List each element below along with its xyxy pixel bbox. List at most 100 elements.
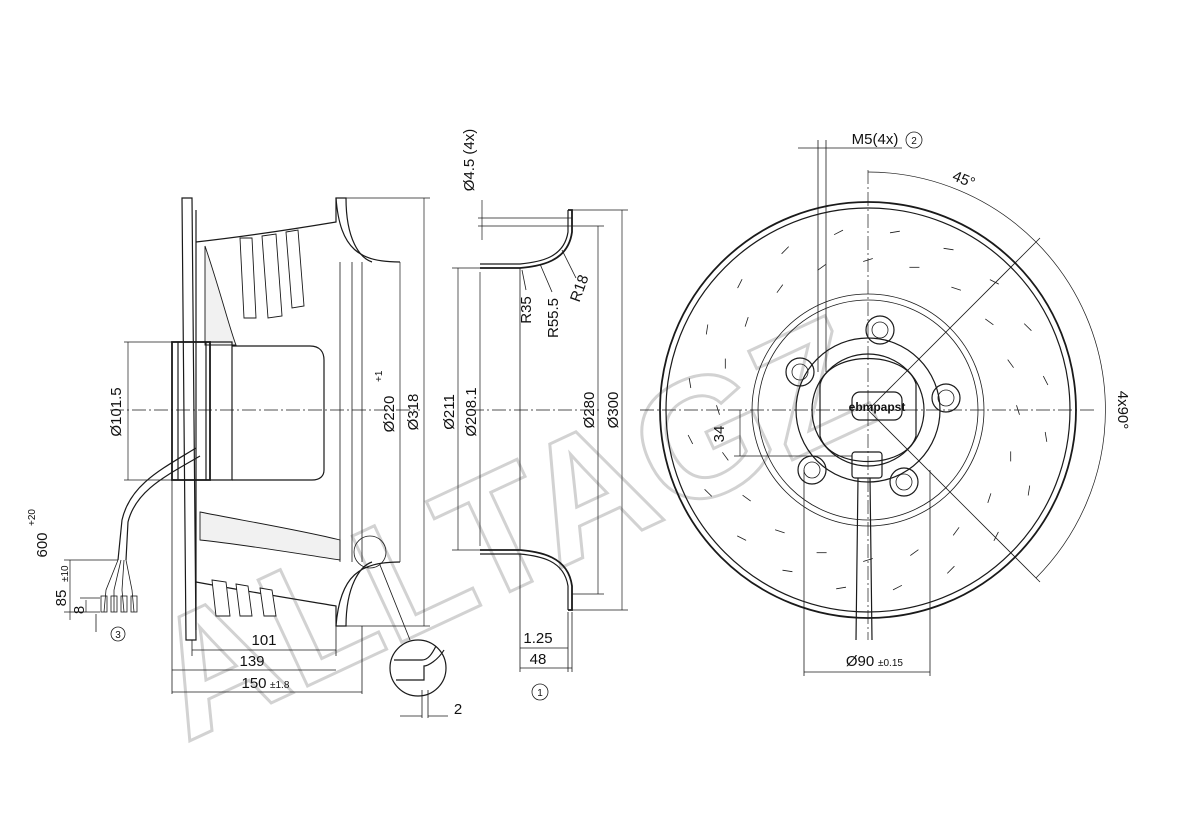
leader-r35 [521,269,527,291]
boss-nw [785,357,815,387]
wire-1 [103,559,119,613]
wire-3 [121,559,125,613]
dim-45-arc [867,171,1037,243]
dim-strip-tol: ±10 [60,565,71,582]
blade-tick [1007,359,1014,368]
ring-profile-top [480,209,573,269]
dim-4x90-arc [1035,241,1106,579]
dim-211-label: Ø211 [441,394,458,430]
blade-tick [737,535,747,541]
dim-220-tol: +1 [374,370,385,382]
blade-tick [1023,323,1032,331]
dim-depth-label: 48 [530,651,547,668]
callout-2-circle [905,131,923,149]
blade-tick [889,230,900,234]
blade-tick [688,378,692,389]
dim-300-label: Ø300 [605,392,622,429]
blade-tick [782,569,793,573]
dim-4x90-label: 4x90° [1114,391,1131,430]
cable-inner [125,455,201,561]
blade-tick [1016,405,1020,415]
dim-cable-tol: +20 [27,509,38,526]
wire-2 [113,559,122,612]
blade-tick [744,316,749,327]
leader-r55 [539,263,553,293]
blade-top-1 [239,237,257,319]
dim-m5-label: M5(4x) [852,131,899,148]
cable-gland [851,451,883,479]
boss-ne [865,315,895,345]
dim-r35-label: R35 [518,296,535,324]
ring-profile-bottom-inner [480,553,569,610]
inlet-ring-view: Ø4.5 (4x) R35 R55.5 R18 Ø211 Ø208.1 Ø280… [441,129,628,701]
blade-tick [947,565,955,574]
blade-tick [1044,431,1048,442]
blade-bottom-1 [211,579,231,617]
dim-139-label: 139 [239,653,264,670]
blade-tick [687,434,694,445]
blade-tick [863,558,873,562]
dim-90-label: Ø90 [846,653,874,670]
motor-plate [819,358,917,462]
blade-tick [987,493,992,504]
motor-rotor [232,345,325,481]
dim-150-label: 150 [241,675,266,692]
front-diag-ne [867,237,1041,411]
callout-1-label: 1 [537,688,543,699]
dim-90-tol: ±0.15 [878,658,903,669]
wire-end-4 [130,595,138,613]
blade-tick [833,229,844,236]
boss-e [931,383,961,413]
blade-bottom-2 [235,583,253,617]
dim-r55-label: R55.5 [545,298,562,338]
blade-tick [892,584,903,591]
impeller-top-inner [335,197,401,263]
impeller-bottom-inner [335,561,401,627]
blade-tick [1027,485,1031,496]
callout-1-circle [531,683,549,701]
side-view: Ø101.5 Ø220 +1 Ø318 600 +20 85 ±10 8 3 1… [27,197,462,718]
front-view: ebmpapst M5(4x) 2 45° 4x90° 34 Ø90 ±0.15 [640,131,1131,676]
ring-profile-top-inner [480,210,569,265]
brand-logo: ebmpapst [849,400,906,414]
dim-thick-label: 1.25 [523,630,552,647]
dim-holes-label: Ø4.5 (4x) [461,129,478,192]
blade-tick [910,549,919,556]
blade-tick [1042,375,1049,386]
blade-tick [742,494,751,502]
boss-se [889,467,919,497]
blade-tick [985,318,994,326]
front-cable [855,477,873,641]
blade-tick [776,284,784,293]
detail-leader [379,564,411,641]
dim-gap-label: 2 [454,701,462,718]
dim-cable-label: 600 [34,532,51,557]
blade-top-2 [261,233,283,319]
dim-inlet-label: Ø101.5 [108,387,125,436]
ring-profile-bottom [480,549,573,611]
wire-4 [125,559,135,613]
detail-circle [389,639,447,697]
blade-tick [943,247,954,251]
detail-marker [353,535,387,569]
front-diag-se [867,409,1041,583]
blade-tick [989,279,999,285]
motor-hub-body [210,341,233,481]
blade-top-shadow [204,245,237,346]
dim-wire-label: 8 [71,606,88,614]
blade-tick [737,279,743,289]
blade-tick [716,405,720,415]
detail-contour-2 [396,649,445,681]
blade-tick [836,586,847,590]
blade-tick [705,324,709,335]
wire-end-3 [120,595,128,613]
blade-tick [863,258,873,262]
leader-r18 [561,249,577,279]
dim-220-label: Ø220 [381,396,398,433]
motor-hub-inlet [171,341,211,481]
blade-tick [722,452,729,461]
blade-tick [781,246,789,255]
dim-150-tol: ±1.8 [270,680,290,691]
dim-318-label: Ø318 [405,394,422,431]
